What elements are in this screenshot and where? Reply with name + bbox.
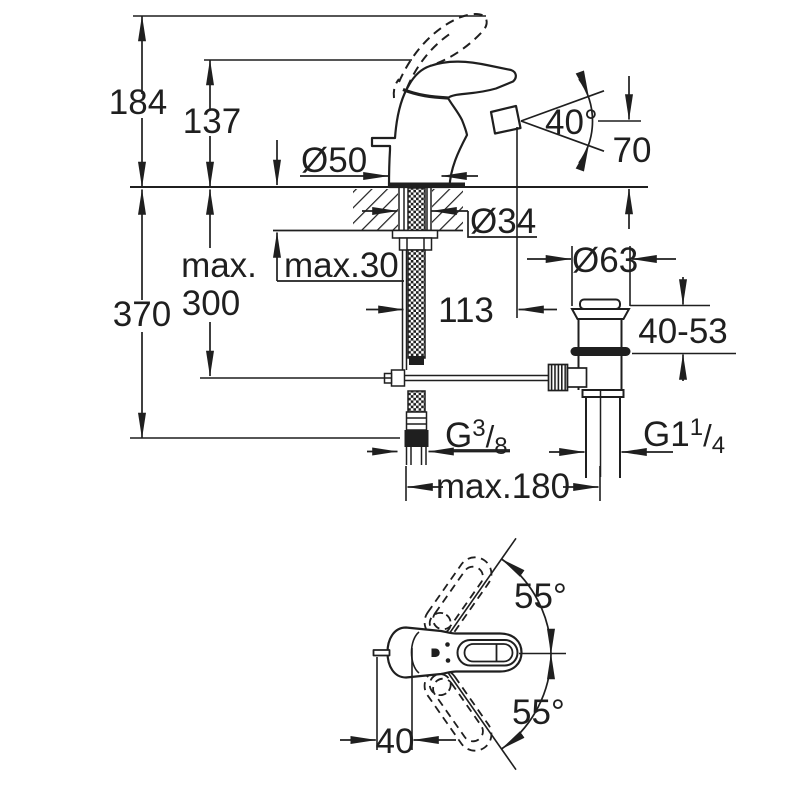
faucet-body	[370, 60, 522, 189]
dim-height-137: 137	[183, 102, 241, 141]
dim-span-max180: max.180	[436, 467, 570, 506]
dim-waste-range-40-53: 40-53	[638, 312, 728, 351]
dim-max300-word: max.	[181, 246, 257, 285]
dim-hole-dia34: Ø34	[470, 202, 536, 241]
dim-rod-offset-40: 40	[376, 722, 415, 761]
front-view: 184 137 370 max. 300 max.30 Ø50 Ø34 40° …	[109, 13, 736, 506]
dim-height-184: 184	[109, 83, 167, 122]
dim-supply-thread-g38: G3/8	[445, 415, 508, 460]
front-view-labels: 184 137 370 max. 300 max.30 Ø50 Ø34 40° …	[109, 83, 728, 506]
top-view: 55° 55° 40	[340, 537, 567, 771]
handle-swing-arcs	[500, 558, 555, 750]
popup-linkage-rod	[404, 374, 549, 382]
dim-waste-thread-g114: G11/4	[643, 414, 725, 459]
dimension-lines	[138, 15, 687, 491]
faucet-body-top	[372, 626, 523, 679]
dim-depth-370: 370	[113, 295, 171, 334]
dim-body-dia50: Ø50	[301, 141, 367, 180]
mounting-deck-hatch	[273, 189, 463, 232]
dim-max300-value: 300	[182, 284, 240, 323]
aerator-dot	[431, 648, 440, 657]
dim-swing-lower-55: 55°	[512, 693, 565, 732]
dim-waste-dia63: Ø63	[572, 241, 638, 280]
handle-position-lower-dashed	[423, 668, 493, 752]
dim-deck-max30: max.30	[284, 246, 399, 285]
spray-outlet	[489, 104, 522, 135]
dim-swing-upper-55: 55°	[514, 577, 567, 616]
shank-and-hose	[383, 187, 439, 465]
popup-waste-assembly	[547, 298, 631, 478]
dim-spout-height-70: 70	[613, 131, 652, 170]
spray-angle-dimension	[520, 70, 605, 172]
reference-lines	[130, 15, 736, 501]
base-plate	[389, 182, 465, 187]
dim-spout-reach-113: 113	[438, 291, 494, 330]
top-view-dimensions	[340, 648, 566, 750]
pull-rod-top	[372, 649, 391, 657]
top-view-labels: 55° 55° 40	[376, 577, 567, 761]
dim-spray-angle-40: 40°	[545, 103, 598, 142]
